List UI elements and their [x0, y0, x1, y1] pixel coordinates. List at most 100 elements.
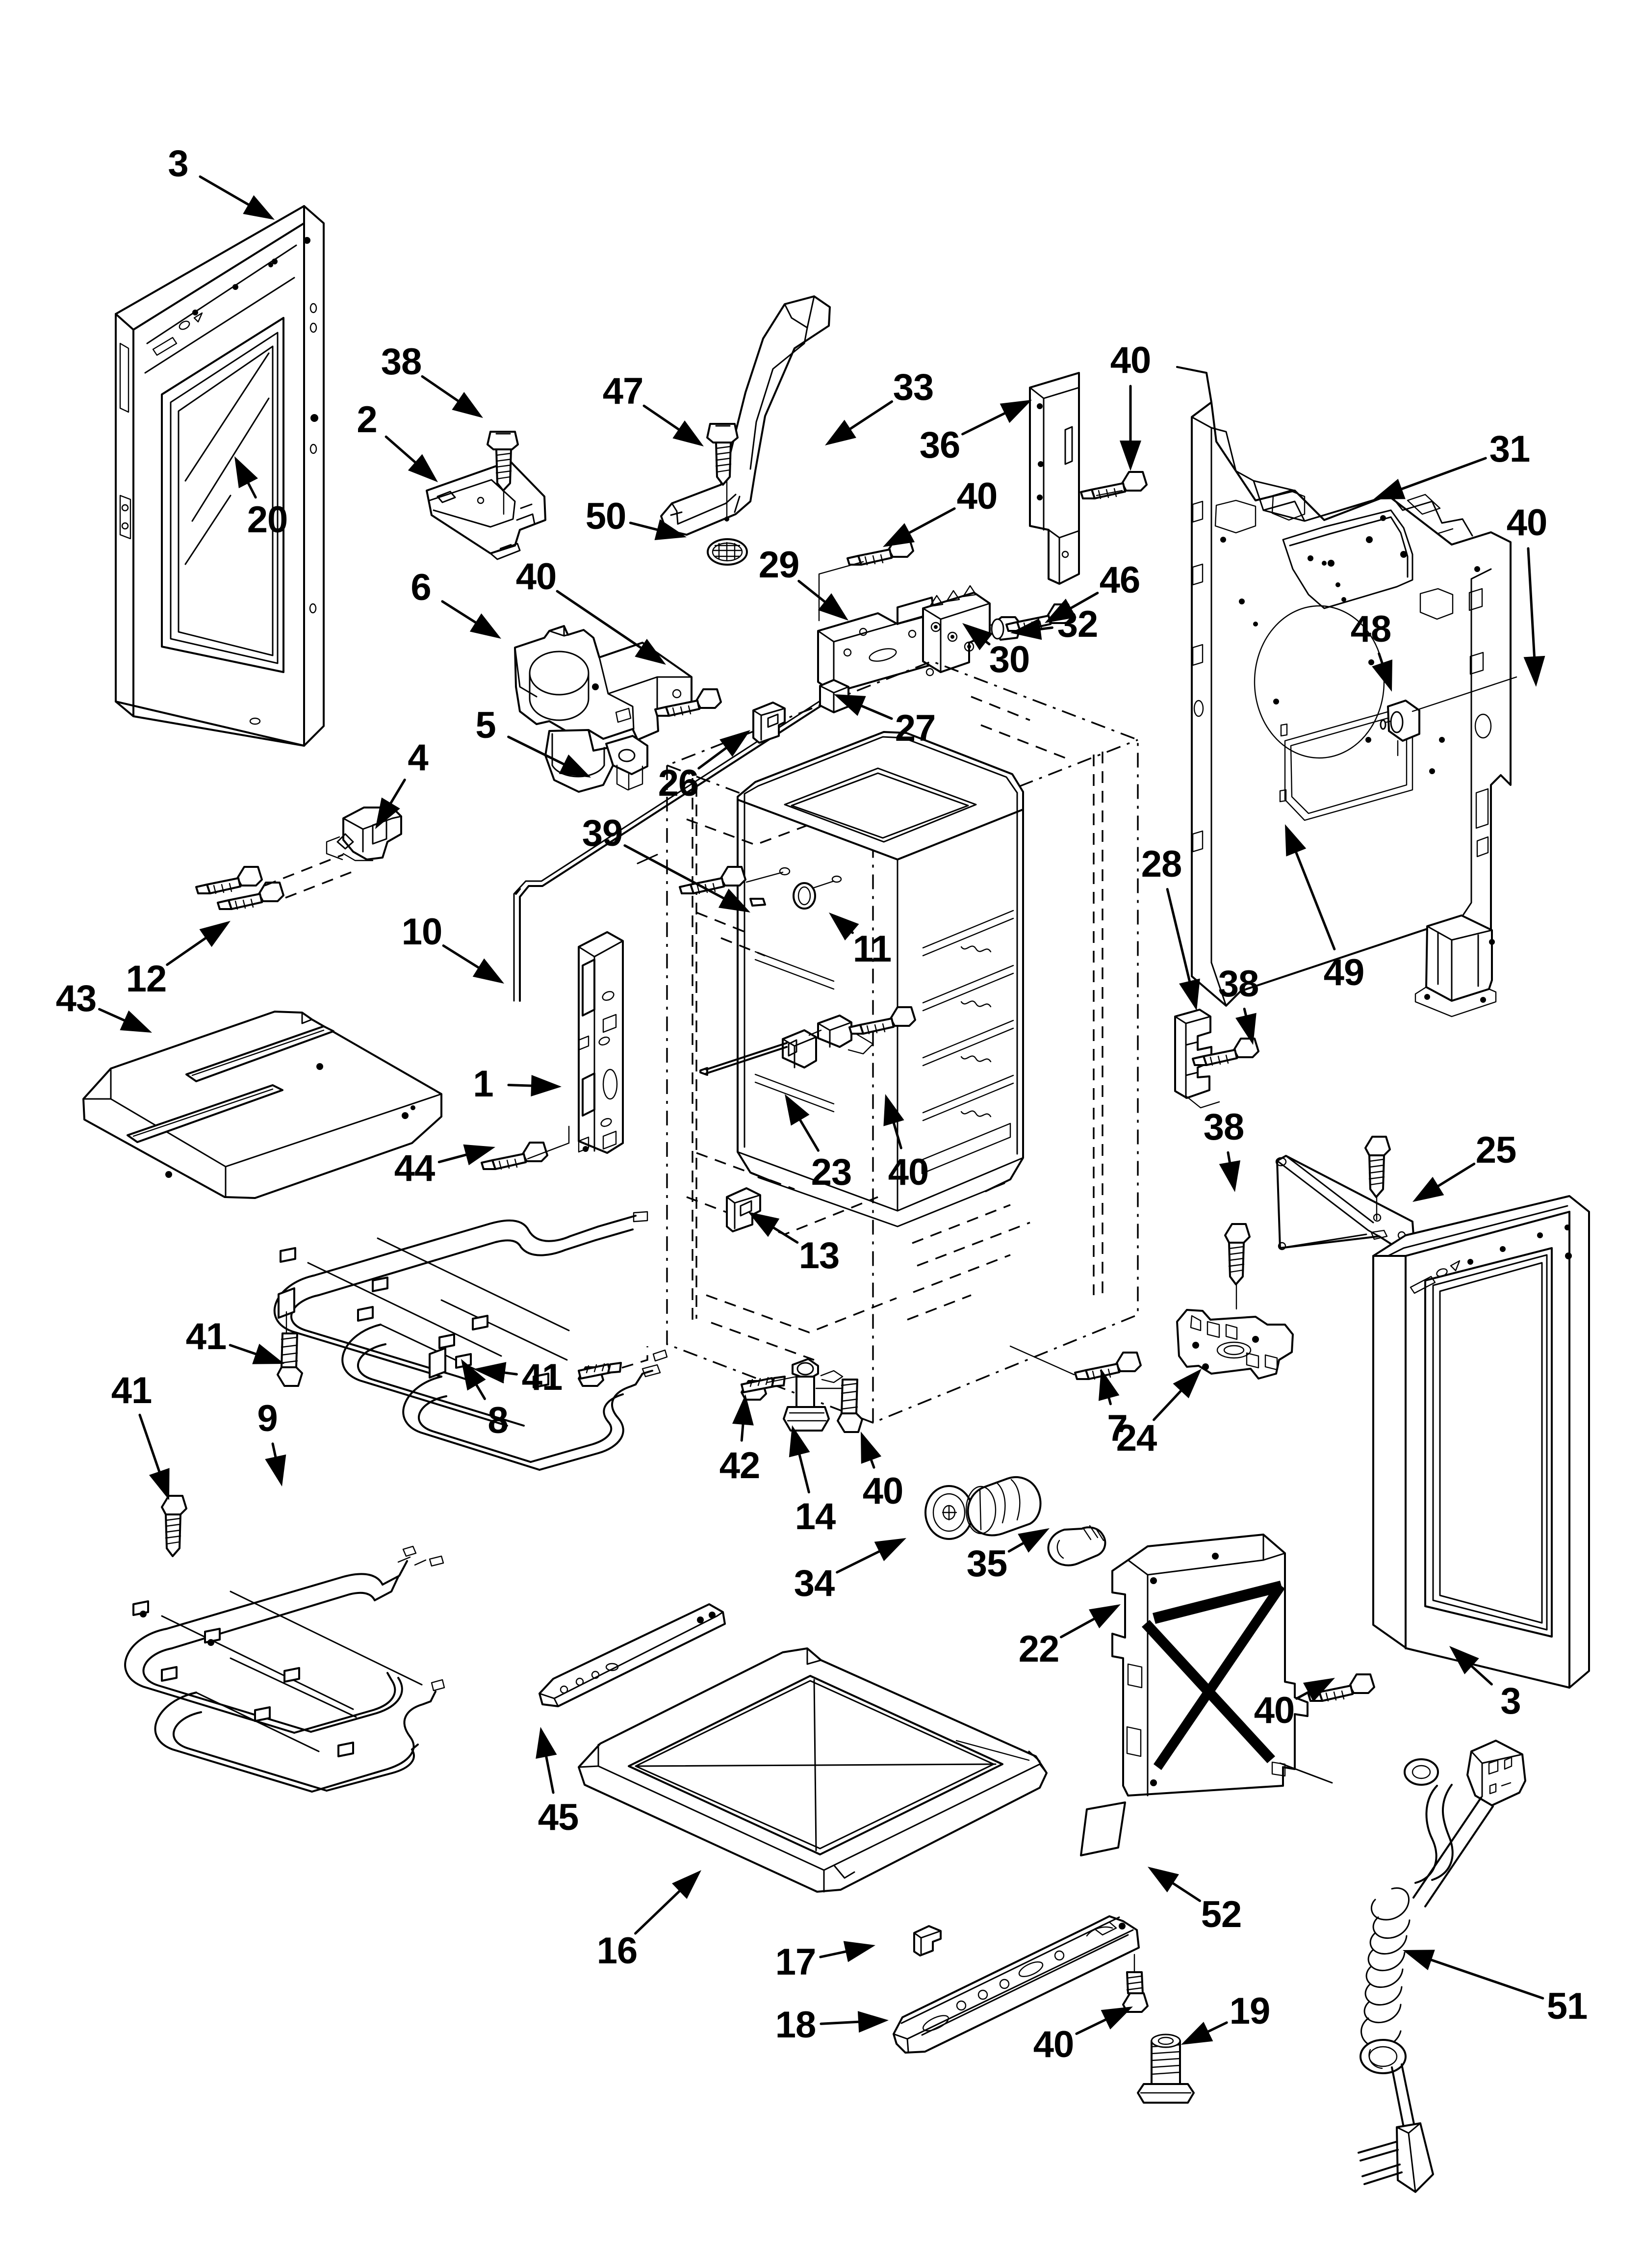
part-40-screw-rail [1122, 1954, 1149, 2013]
callout-number-6: 6 [410, 567, 431, 608]
part-38-screw-a [487, 431, 519, 515]
leader-line-41 [229, 1344, 257, 1356]
leader-line-2 [385, 435, 416, 464]
part-12-screws [195, 854, 352, 910]
leader-arrowhead-27 [834, 694, 866, 716]
callout-number-34: 34 [794, 1563, 835, 1604]
leader-line-43 [98, 1008, 126, 1022]
callout-number-1: 1 [473, 1063, 493, 1105]
leader-line-38 [1243, 1008, 1247, 1017]
leader-arrowhead-7 [1098, 1369, 1120, 1401]
leader-line-1 [507, 1084, 533, 1087]
leader-arrowhead-51 [1403, 1950, 1435, 1970]
leader-arrowhead-5 [559, 754, 591, 778]
callout-number-44: 44 [394, 1147, 436, 1189]
part-18-drawer-rail [893, 1915, 1140, 2054]
callout-number-3: 3 [1500, 1680, 1521, 1722]
leader-arrowhead-16 [672, 1870, 701, 1899]
leader-arrowhead-41 [149, 1468, 170, 1500]
leader-line-27 [860, 704, 893, 720]
part-41-screw-a [277, 1332, 303, 1387]
part-8-broil-element [273, 1211, 668, 1471]
leader-line-3 [1470, 1665, 1493, 1686]
leader-arrowhead-38 [1219, 1160, 1241, 1192]
leader-arrowhead-50 [654, 519, 687, 541]
leader-arrowhead-36 [1000, 400, 1032, 423]
leader-arrowhead-24 [1173, 1369, 1202, 1399]
leader-line-38 [421, 375, 460, 402]
callout-number-38: 38 [1203, 1106, 1245, 1148]
leader-line-33 [849, 400, 894, 430]
leader-line-40 [870, 1459, 875, 1469]
callout-number-48: 48 [1350, 608, 1392, 650]
callout-number-41: 41 [521, 1356, 563, 1398]
leader-arrowhead-25 [1412, 1176, 1444, 1202]
part-19-leveling-foot [1137, 2033, 1195, 2104]
leader-line-30 [985, 640, 991, 646]
leader-line-22 [1060, 1617, 1096, 1639]
part-24-chassis-bracket [1176, 1309, 1294, 1380]
callout-number-25: 25 [1475, 1129, 1517, 1171]
callout-number-3: 3 [168, 143, 188, 184]
part-23-temp-sensor [699, 1015, 874, 1076]
callout-number-30: 30 [989, 639, 1030, 680]
leader-line-26 [697, 747, 727, 770]
leader-arrowhead-11 [829, 912, 859, 940]
part-52-insulation-pad [1080, 1801, 1126, 1856]
part-35-lamp-assembly [924, 1476, 1106, 1566]
part-1-hinge-receiver [578, 931, 624, 1154]
leader-arrowhead-40 [1120, 441, 1141, 471]
part-3-oven-door-outer [115, 205, 325, 747]
part-28-anti-tip-clip [1174, 1009, 1220, 1109]
leader-line-17 [819, 1950, 847, 1958]
callout-number-40: 40 [1033, 2024, 1075, 2065]
callout-number-40: 40 [862, 1470, 904, 1512]
callout-number-8: 8 [487, 1400, 508, 1441]
leader-arrowhead-41 [252, 1344, 284, 1364]
leader-arrowhead-1 [531, 1075, 562, 1097]
leader-arrowhead-43 [120, 1010, 152, 1033]
oven-cavity-liner [737, 731, 1024, 1227]
leader-arrowhead-10 [472, 958, 504, 984]
callout-number-47: 47 [602, 370, 644, 412]
leader-line-49 [1295, 851, 1336, 951]
callout-number-23: 23 [811, 1151, 852, 1193]
leader-arrowhead-38 [452, 391, 483, 418]
leader-line-8 [475, 1383, 486, 1400]
leader-arrowhead-44 [463, 1144, 495, 1166]
leader-line-52 [1172, 1882, 1201, 1903]
callout-number-4: 4 [408, 737, 428, 779]
leader-line-14 [798, 1453, 810, 1494]
leader-arrowhead-47 [672, 420, 704, 446]
leader-arrowhead-52 [1148, 1867, 1179, 1893]
leader-arrowhead-32 [1010, 618, 1042, 640]
callout-number-40: 40 [1506, 502, 1548, 544]
callout-number-17: 17 [775, 1941, 817, 1983]
part-36-side-panel [1029, 372, 1080, 585]
part-13-clip [726, 1187, 761, 1232]
leader-line-28 [1166, 888, 1191, 983]
leader-arrowhead-40 [883, 1094, 904, 1126]
leader-line-50 [629, 521, 659, 531]
leader-line-39 [623, 844, 725, 900]
leader-line-5 [507, 735, 565, 766]
leader-arrowhead-35 [1018, 1528, 1050, 1553]
callout-number-2: 2 [357, 399, 377, 441]
leader-arrowhead-6 [469, 613, 501, 639]
callout-number-11: 11 [852, 928, 892, 970]
leader-arrowhead-40 [1303, 1678, 1335, 1702]
leader-arrowhead-34 [874, 1538, 906, 1562]
callout-number-43: 43 [55, 978, 97, 1019]
leader-arrowhead-19 [1181, 2022, 1213, 2045]
leader-arrowhead-3 [243, 195, 275, 220]
callout-number-20: 20 [247, 499, 288, 541]
part-51-power-cord [1358, 1740, 1526, 2193]
callout-number-9: 9 [257, 1398, 278, 1439]
leader-arrowhead-40 [635, 639, 666, 665]
leader-arrowhead-38 [1235, 1013, 1257, 1045]
leader-arrowhead-45 [536, 1727, 557, 1759]
part-40-screw-top-right [1080, 471, 1148, 499]
callout-number-41: 41 [111, 1370, 153, 1411]
part-39-handle-rod [515, 854, 766, 907]
